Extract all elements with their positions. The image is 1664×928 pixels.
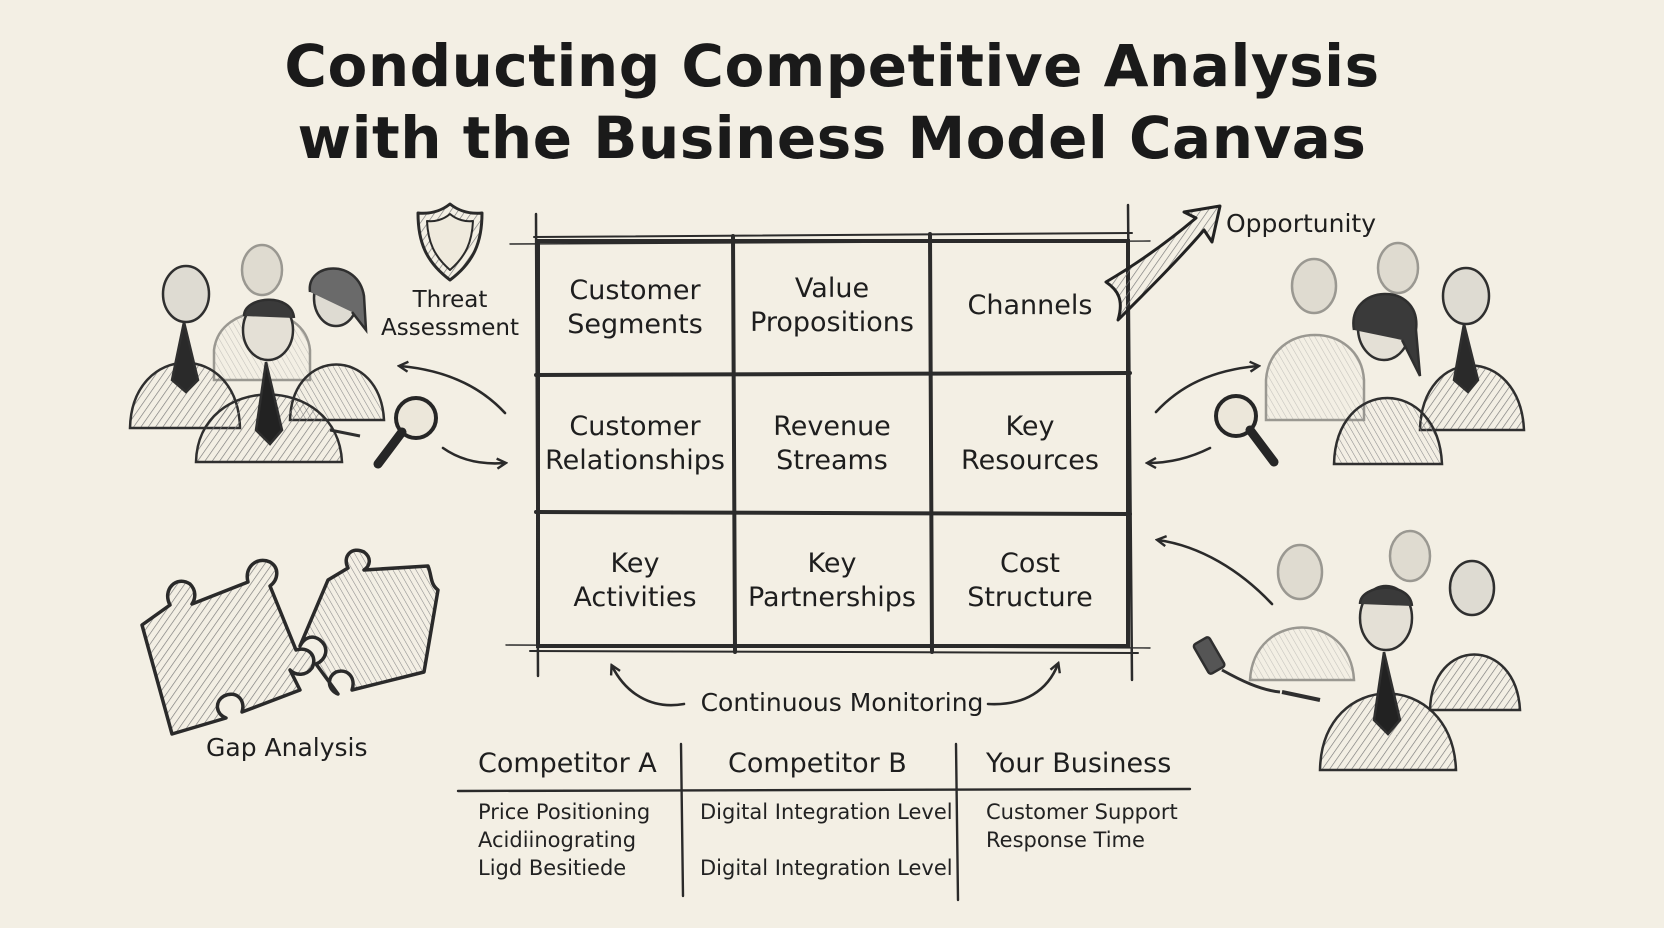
threat-assessment-label: Threat Assessment: [381, 287, 519, 341]
canvas-cell-customer-segments: Customer Segments: [567, 275, 703, 340]
table-header-competitor-b: Competitor B: [728, 748, 907, 779]
canvas-cell-customer-relationships: Customer Relationships: [545, 411, 725, 476]
magnifying-glass-icon-right: [1214, 394, 1279, 467]
table-cell: Customer Support: [986, 800, 1178, 824]
people-group-right-bottom: [1192, 529, 1522, 772]
people-group-left: [128, 243, 386, 464]
table-column-competitor-b: Digital Integration Level Digital Integr…: [700, 798, 953, 882]
continuous-monitoring-label: Continuous Monitoring: [700, 688, 984, 717]
canvas-cell-cost-structure: Cost Structure: [967, 548, 1093, 613]
table-header-your-business: Your Business: [986, 748, 1172, 779]
trend-arrow-icon: [1104, 204, 1222, 322]
page-title: Conducting Competitive Analysis: [284, 32, 1380, 100]
canvas-cell-key-activities: Key Activities: [573, 548, 697, 613]
table-cell: Response Time: [986, 828, 1145, 852]
table-cell: Acidiinograting: [478, 828, 637, 852]
people-group-right-top: [1264, 241, 1526, 466]
table-cell: Digital Integration Level: [700, 800, 953, 824]
opportunity-label: Opportunity: [1226, 209, 1377, 238]
comparison-table-lines: [456, 742, 1192, 902]
table-cell: Digital Integration Level: [700, 856, 953, 880]
page-subtitle: with the Business Model Canvas: [297, 104, 1367, 172]
canvas-cell-channels: Channels: [967, 290, 1093, 321]
table-column-competitor-a: Price Positioning Acidiinograting Ligd B…: [478, 798, 650, 882]
table-cell: [700, 826, 953, 854]
shield-icon: [416, 202, 484, 282]
table-column-your-business: Customer Support Response Time: [986, 798, 1178, 882]
puzzle-pieces-icon: [140, 548, 440, 736]
canvas-cell-value-propositions: Value Propositions: [750, 273, 914, 338]
canvas-cell-revenue-streams: Revenue Streams: [773, 411, 891, 476]
table-cell: Price Positioning: [478, 800, 651, 824]
canvas-grid: [505, 203, 1151, 682]
table-cell: [986, 854, 1178, 882]
table-cell: Ligd Besitiede: [478, 856, 627, 880]
canvas-cell-key-resources: Key Resources: [961, 411, 1099, 476]
gap-analysis-label: Gap Analysis: [206, 733, 368, 762]
table-header-competitor-a: Competitor A: [478, 748, 657, 779]
flow-arrows: [400, 366, 1274, 707]
magnifying-glass-icon-left: [373, 396, 438, 469]
canvas-cell-key-partnerships: Key Partnerships: [747, 548, 916, 613]
